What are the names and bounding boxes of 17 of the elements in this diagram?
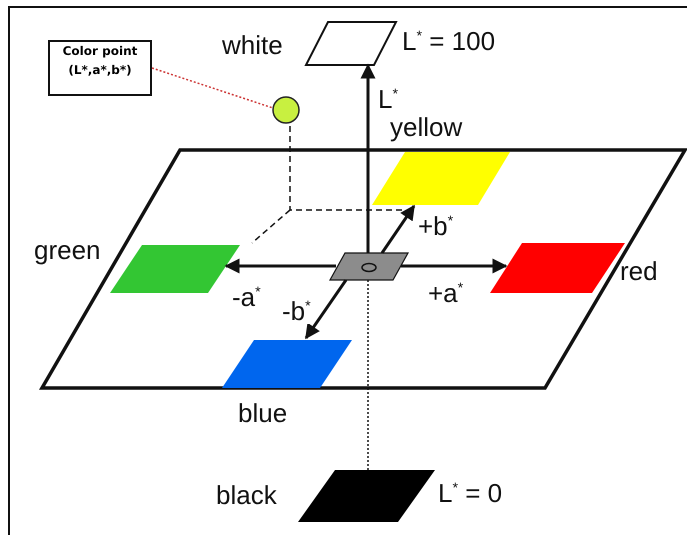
axis-arrow bbox=[380, 204, 416, 254]
swatch-caption: L$^{*}$ = 100 bbox=[402, 28, 496, 54]
swatch-caption: blue bbox=[238, 400, 288, 426]
axis-arrow bbox=[304, 279, 348, 340]
swatch-caption: white bbox=[222, 32, 283, 58]
swatch-caption: red bbox=[620, 258, 658, 284]
projection-line bbox=[367, 280, 369, 470]
swatch-caption: yellow bbox=[390, 114, 462, 140]
swatch-caption: L$^{*}$ = 0 bbox=[438, 480, 502, 506]
label-box: Color point (L*,a*,b*) bbox=[48, 40, 152, 96]
swatch-caption: black bbox=[216, 482, 277, 508]
axis-label: -b$^{*}$ bbox=[282, 298, 311, 324]
leader-line bbox=[152, 67, 274, 109]
axis-arrow bbox=[360, 64, 376, 253]
swatch-caption: green bbox=[34, 237, 100, 263]
axis-arrow bbox=[224, 258, 336, 274]
axis-arrow bbox=[401, 258, 508, 274]
